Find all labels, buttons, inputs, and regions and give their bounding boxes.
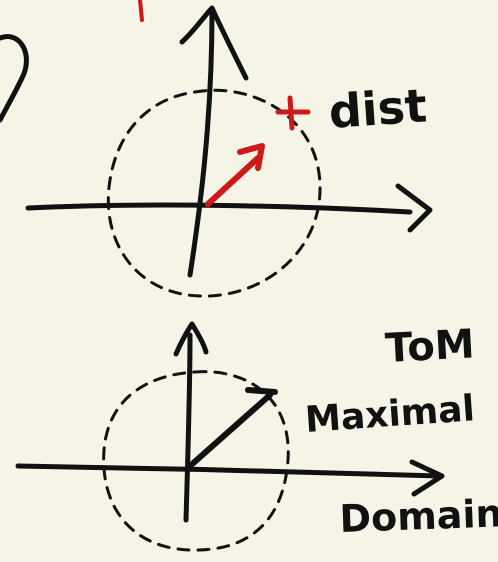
margin-circle-fragment xyxy=(0,34,29,123)
label-maximal: Maximal xyxy=(304,388,476,441)
bottom-x-axis xyxy=(15,463,443,479)
bottom-vector xyxy=(187,392,273,469)
bottom-diagram xyxy=(15,321,445,552)
bottom-y-arrowhead xyxy=(173,321,209,357)
label-tom: ToM xyxy=(384,321,476,372)
top-dashed-circle xyxy=(106,88,322,298)
top-x-arrowhead xyxy=(395,183,433,233)
top-y-axis xyxy=(187,9,215,278)
label-domain: Domain xyxy=(339,491,498,541)
top-diagram xyxy=(25,0,433,298)
red-vector xyxy=(205,155,261,207)
label-dist: dist xyxy=(327,78,429,139)
red-cross-marker xyxy=(275,95,311,131)
bottom-dashed-circle xyxy=(102,370,290,552)
bottom-vector-tip xyxy=(245,387,278,395)
red-top-stroke xyxy=(138,0,144,22)
top-y-arrowhead xyxy=(179,5,249,81)
bottom-x-arrowhead xyxy=(409,459,445,497)
bottom-y-axis xyxy=(183,332,193,523)
top-x-axis xyxy=(25,202,413,215)
red-vector-arrowhead xyxy=(237,143,265,171)
